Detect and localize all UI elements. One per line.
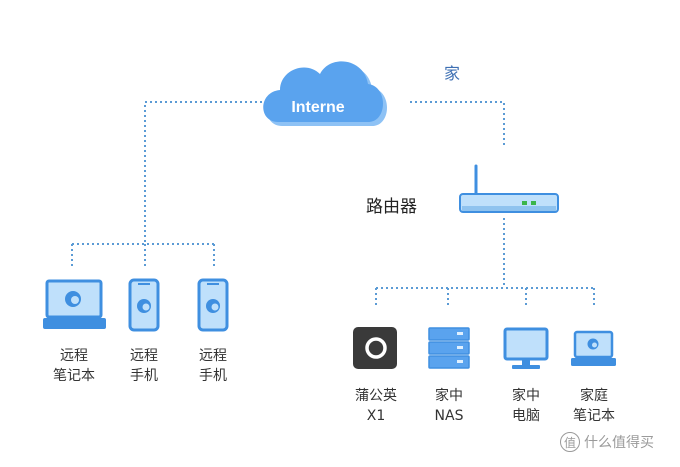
cloud-label: Interne bbox=[291, 99, 344, 116]
device-label-nas: 家中 NAS bbox=[419, 386, 479, 426]
device-label-remote-laptop: 远程 笔记本 bbox=[46, 346, 102, 386]
device-label-line2: 手机 bbox=[199, 368, 227, 384]
watermark: 值 什么值得买 bbox=[560, 432, 654, 452]
phone-icon bbox=[197, 278, 229, 332]
nas-icon bbox=[428, 327, 470, 369]
device-label-line1: 远程 bbox=[60, 348, 88, 364]
device-label-line1: 家中 bbox=[435, 388, 463, 404]
monitor-icon bbox=[503, 327, 549, 369]
device-label-line2: 笔记本 bbox=[573, 408, 615, 424]
device-label-line2: 笔记本 bbox=[53, 368, 95, 384]
phone-icon bbox=[128, 278, 160, 332]
home-label: 家 bbox=[444, 64, 461, 83]
device-label-remote-phone-1: 远程 手机 bbox=[118, 346, 170, 386]
laptop-icon bbox=[43, 279, 106, 329]
device-label-home-laptop: 家庭 笔记本 bbox=[562, 386, 626, 426]
device-label-line1: 远程 bbox=[199, 348, 227, 364]
x1-box-icon bbox=[353, 327, 397, 369]
device-label-line2: X1 bbox=[366, 408, 386, 424]
laptop-icon bbox=[571, 330, 616, 366]
device-label-line2: 电脑 bbox=[512, 408, 540, 424]
device-label-remote-phone-2: 远程 手机 bbox=[187, 346, 239, 386]
watermark-badge: 值 bbox=[560, 432, 580, 452]
connector-cloud-left bbox=[144, 101, 272, 244]
device-label-pc: 家中 电脑 bbox=[496, 386, 556, 426]
router-icon bbox=[459, 164, 559, 213]
watermark-text: 什么值得买 bbox=[584, 435, 654, 451]
connector-cloud-right bbox=[410, 101, 505, 148]
device-label-line1: 家中 bbox=[512, 388, 540, 404]
cloud-icon: Interne bbox=[263, 61, 387, 126]
router-label: 路由器 bbox=[366, 197, 417, 217]
device-label-line2: 手机 bbox=[130, 368, 158, 384]
device-label-line2: NAS bbox=[434, 408, 464, 424]
device-label-line1: 蒲公英 bbox=[355, 388, 397, 404]
device-label-line1: 家庭 bbox=[580, 388, 608, 404]
device-label-line1: 远程 bbox=[130, 348, 158, 364]
device-label-x1: 蒲公英 X1 bbox=[344, 386, 408, 426]
